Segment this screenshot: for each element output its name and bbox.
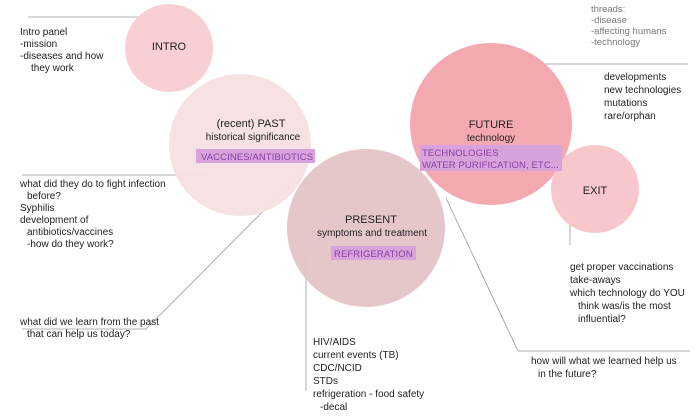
past-note-line: antibiotics/vaccines xyxy=(27,227,113,238)
future-tag-line-1: TECHNOLOGIES xyxy=(422,148,499,159)
learn-past-note-line: what did we learn from the past xyxy=(19,317,159,328)
exit-note-line: which technology do YOU xyxy=(569,288,685,299)
present-note-line: HIV/AIDS xyxy=(313,337,356,348)
present-tag-box xyxy=(331,246,416,260)
exit-note-line: take-aways xyxy=(570,275,621,286)
future-note-line: rare/orphan xyxy=(604,111,656,122)
present-title: PRESENT xyxy=(345,214,397,226)
learn-past-notes: what did we learn from the past that can… xyxy=(19,317,159,340)
intro-note-line: they work xyxy=(31,63,75,74)
present-note-line: CDC/NCID xyxy=(313,363,362,374)
future-tag-box xyxy=(420,145,562,171)
past-title: (recent) PAST xyxy=(217,118,286,130)
present-tag: REFRIGERATION xyxy=(334,249,413,260)
exit-notes: get proper vaccinations take-aways which… xyxy=(569,262,685,325)
intro-title: INTRO xyxy=(152,41,187,53)
past-circle[interactable] xyxy=(169,74,311,216)
learn-future-notes: how will what we learned help us in the … xyxy=(531,356,677,380)
future-title: FUTURE xyxy=(469,119,514,131)
future-note-line: developments xyxy=(604,72,666,83)
present-circle[interactable] xyxy=(287,149,445,307)
intro-note-line: -mission xyxy=(20,39,57,50)
tags: VACCINES/ANTIBIOTICS REFRIGERATION TECHN… xyxy=(196,145,562,260)
threads-note-line: -technology xyxy=(591,37,640,48)
threads-notes: threads: -disease -affecting humans -tec… xyxy=(591,4,667,48)
past-tag-box xyxy=(196,149,315,163)
intro-note-line: Intro panel xyxy=(20,27,67,38)
present-subtitle: symptoms and treatment xyxy=(317,228,427,239)
past-subtitle: historical significance xyxy=(206,132,301,143)
present-note-line: refrigeration - food safety xyxy=(313,389,424,400)
past-note-line: Syphilis xyxy=(20,203,54,214)
learn-future-note-line: how will what we learned help us xyxy=(531,356,677,367)
learn-future-note-line: in the future? xyxy=(538,369,597,380)
past-note-line: before? xyxy=(27,191,61,202)
threads-note-line: threads: xyxy=(591,4,625,15)
past-note-line: -how do they work? xyxy=(27,239,114,250)
present-note-line: current events (TB) xyxy=(313,350,399,361)
present-note-line: STDs xyxy=(313,376,338,387)
exit-title: EXIT xyxy=(583,185,608,197)
intro-note-line: -diseases and how xyxy=(20,51,104,62)
present-notes: HIV/AIDS current events (TB) CDC/NCID ST… xyxy=(313,337,424,413)
past-notes: what did they do to fight infection befo… xyxy=(19,179,166,250)
threads-note-line: -affecting humans xyxy=(591,26,667,37)
intro-circle[interactable] xyxy=(125,4,213,92)
future-note-line: new technologies xyxy=(604,85,681,96)
past-note-line: what did they do to fight infection xyxy=(19,179,166,190)
exit-note-line: influential? xyxy=(578,314,626,325)
learn-past-note-line: that can help us today? xyxy=(27,329,131,340)
leader-line-learn-future xyxy=(445,197,690,352)
future-notes: developments new technologies mutations … xyxy=(604,72,681,122)
future-subtitle: technology xyxy=(467,133,515,144)
leader-line-learn-past xyxy=(22,170,304,330)
past-note-line: development of xyxy=(20,215,89,226)
intro-notes: Intro panel -mission -diseases and how t… xyxy=(20,27,104,74)
future-note-line: mutations xyxy=(604,98,647,109)
circle-labels: INTRO (recent) PAST historical significa… xyxy=(152,41,608,239)
exit-circle[interactable] xyxy=(551,145,639,233)
threads-note-line: -disease xyxy=(591,15,627,26)
exit-note-line: think was/is the most xyxy=(578,301,671,312)
past-tag: VACCINES/ANTIBIOTICS xyxy=(201,152,313,163)
present-note-line: -decal xyxy=(320,402,347,413)
exit-note-line: get proper vaccinations xyxy=(570,262,673,273)
future-tag-line-2: WATER PURIFICATION, ETC... xyxy=(422,160,559,171)
